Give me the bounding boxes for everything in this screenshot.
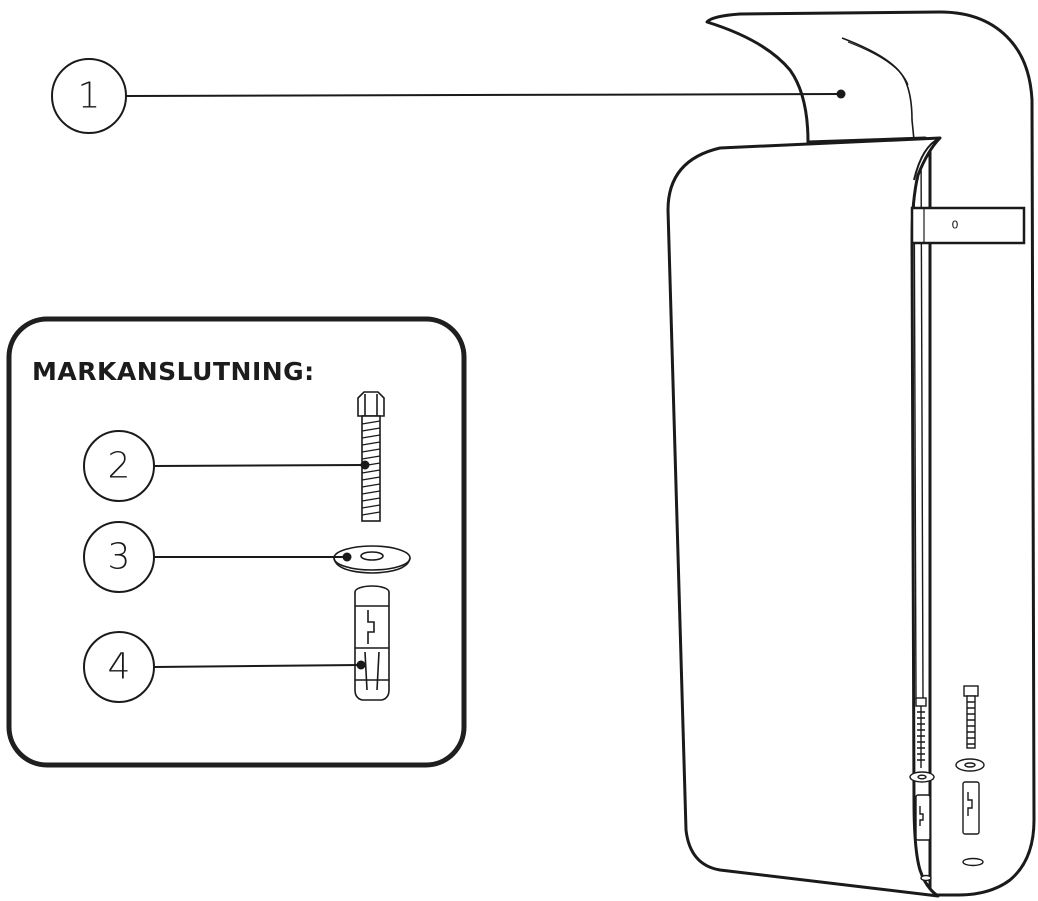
base-bolt-right-thread	[967, 701, 975, 745]
anchor-slot-upper	[367, 610, 375, 644]
anchor-slot-lower	[364, 651, 380, 691]
cabinet-base-hardware	[909, 685, 985, 882]
callout-2: 2	[83, 430, 370, 502]
panel-title: MARKANSLUTNING:	[32, 357, 315, 386]
callout-3-number: 3	[108, 537, 131, 578]
base-bolt-right-shaft	[966, 695, 976, 749]
floor-hole-left	[920, 874, 932, 882]
callout-2-dot	[360, 460, 370, 470]
base-washer-left-hole	[917, 774, 927, 780]
washer-hole	[360, 551, 384, 561]
callout-1-number: 1	[78, 76, 101, 117]
base-anchor-right-slot	[967, 792, 973, 816]
callout-3-dot	[342, 552, 352, 562]
washer-thickness	[333, 557, 411, 574]
base-bolt-right-head	[963, 685, 979, 697]
callout-2-leader	[153, 464, 365, 467]
floor-hole-right	[962, 857, 984, 867]
bolt-head	[357, 391, 385, 417]
wall-bracket: 0	[910, 206, 1026, 245]
callout-4-number: 4	[108, 647, 131, 688]
cabinet-top-fold-inner	[847, 41, 909, 86]
callout-1: 1	[51, 58, 846, 134]
base-bolt-left-head	[915, 697, 927, 707]
callout-1-leader	[125, 93, 841, 97]
anchor-body	[354, 592, 390, 701]
cabinet-top-fold	[841, 37, 915, 141]
bracket-label: 0	[952, 219, 959, 232]
base-bolt-left-thread	[917, 711, 925, 761]
callout-4-dot	[356, 660, 366, 670]
bolt-threads	[361, 420, 381, 516]
base-washer-right-hole	[964, 762, 976, 768]
washer-part	[333, 545, 411, 574]
anchor-part	[354, 585, 390, 701]
callout-4: 4	[83, 631, 366, 703]
cabinet-front-panel	[666, 136, 942, 898]
bolt-part	[357, 391, 385, 522]
callout-1-dot	[836, 89, 846, 99]
cabinet-front-edge	[913, 137, 941, 181]
bracket-bar	[910, 206, 1026, 245]
callout-4-leader	[153, 664, 361, 668]
ground-anchoring-panel: MARKANSLUTNING: 2	[6, 316, 467, 768]
base-anchor-left-slot	[919, 806, 924, 826]
callout-2-number: 2	[108, 446, 131, 487]
callout-3: 3	[83, 521, 352, 593]
